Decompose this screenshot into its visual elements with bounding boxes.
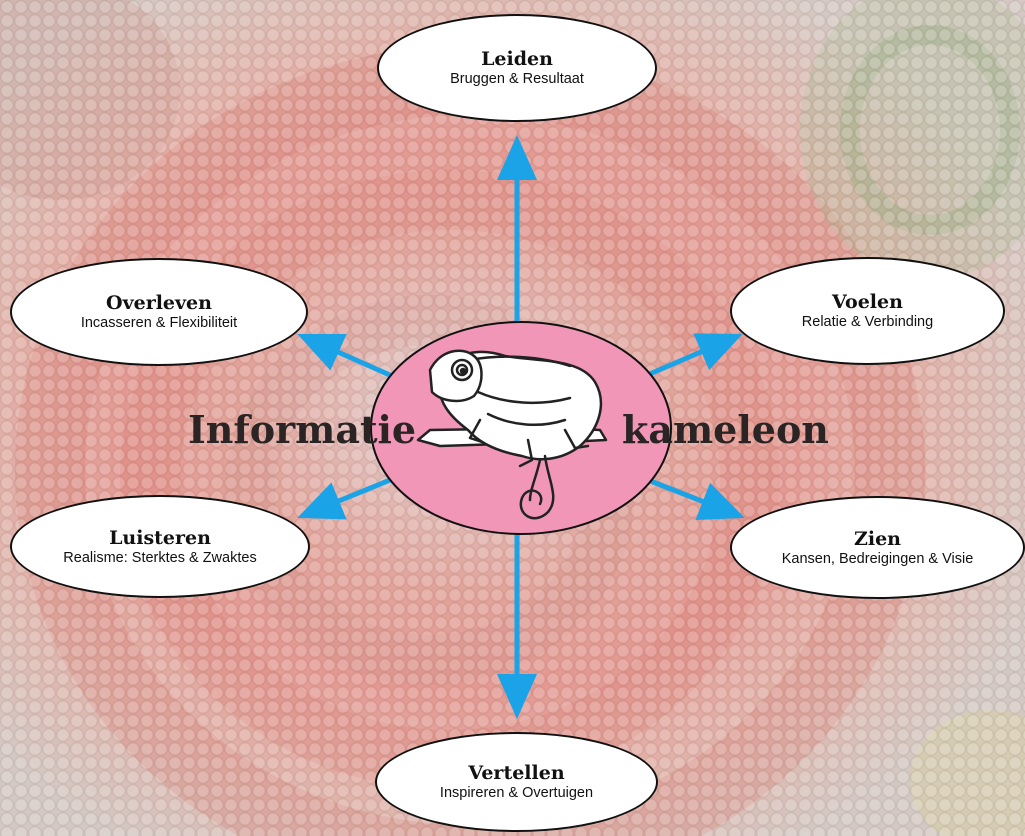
node-luisteren-title: Luisteren: [109, 526, 211, 549]
node-zien-subtitle: Kansen, Bedreigingen & Visie: [781, 550, 974, 567]
node-luisteren-subtitle: Realisme: Sterktes & Zwaktes: [63, 549, 257, 566]
node-vertellen: Vertellen Inspireren & Overtuigen: [375, 732, 658, 832]
arrow-luisteren: [297, 477, 391, 520]
center-label-informatie: Informatie: [188, 407, 417, 452]
node-vertellen-title: Vertellen: [468, 762, 565, 784]
node-voelen: Voelen Relatie & Verbinding: [730, 257, 1005, 365]
node-voelen-subtitle: Relatie & Verbinding: [801, 314, 934, 330]
node-luisteren: Luisteren Realisme: Sterktes & Zwaktes: [10, 495, 310, 598]
arrow-zien: [647, 477, 745, 521]
arrow-voelen: [644, 333, 743, 379]
node-overleven-subtitle: Incasseren & Flexibiliteit: [80, 315, 238, 331]
center-label-kameleon: kameleon: [622, 407, 829, 452]
node-overleven-title: Overleven: [106, 292, 212, 314]
arrow-overleven: [297, 333, 394, 379]
node-zien-title: Zien: [854, 527, 901, 550]
node-leiden-subtitle: Bruggen & Resultaat: [450, 71, 584, 87]
node-leiden: Leiden Bruggen & Resultaat: [377, 14, 657, 122]
node-vertellen-subtitle: Inspireren & Overtuigen: [439, 785, 594, 801]
node-leiden-title: Leiden: [481, 48, 553, 70]
node-overleven: Overleven Incasseren & Flexibiliteit: [10, 258, 308, 366]
node-voelen-title: Voelen: [832, 291, 903, 313]
node-zien: Zien Kansen, Bedreigingen & Visie: [730, 496, 1025, 599]
arrows: [297, 135, 745, 719]
chameleon-icon: [416, 349, 608, 520]
